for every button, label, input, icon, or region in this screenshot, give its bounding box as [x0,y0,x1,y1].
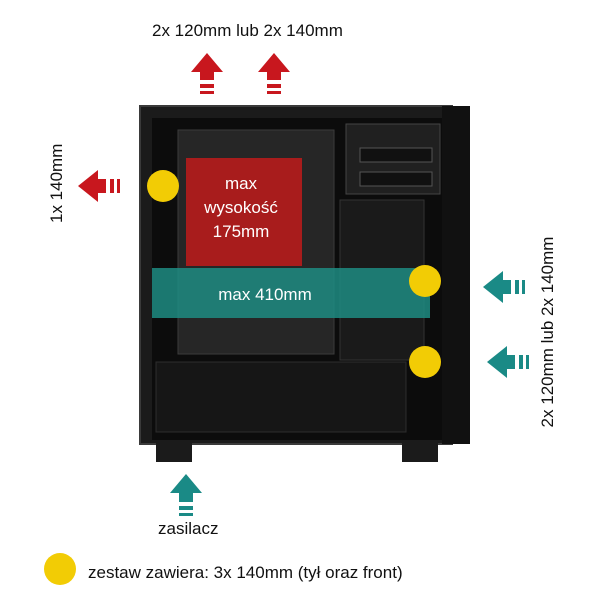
arrow-up-icon [191,53,223,94]
case-foot-left [156,440,192,462]
front-fans-label: 2x 120mm lub 2x 140mm [538,236,557,428]
arrow-left-icon [483,271,525,303]
drive-bay-1 [359,147,433,163]
legend-text: zestaw zawiera: 3x 140mm (tył oraz front… [88,563,403,582]
rear-fan-label: 1x 140mm [47,143,66,223]
cooler-height-zone [186,158,302,266]
psu-shroud [155,361,407,433]
cooler-height-line-3: 175mm [212,222,270,241]
fan-dot-icon [409,346,441,378]
arrow-left-icon [78,170,120,202]
fan-dot-icon [147,170,179,202]
top-fans-label: 2x 120mm lub 2x 140mm [152,21,343,40]
arrow-left-icon [487,346,529,378]
cooler-height-label: max wysokość 175mm [188,172,294,244]
side-panel [442,106,470,444]
cooler-height-line-1: max [224,174,258,193]
drive-bay-2 [359,171,433,187]
legend-fan-dot-icon [44,553,76,585]
psu-label: zasilacz [158,519,219,538]
case-foot-right [402,440,438,462]
cooler-height-line-2: wysokość [204,198,278,217]
gpu-length-label: max 410mm [218,285,312,304]
gpu-length-zone [152,268,430,318]
arrow-up-icon [258,53,290,94]
fan-dot-icon [409,265,441,297]
arrow-up-icon [170,474,202,516]
